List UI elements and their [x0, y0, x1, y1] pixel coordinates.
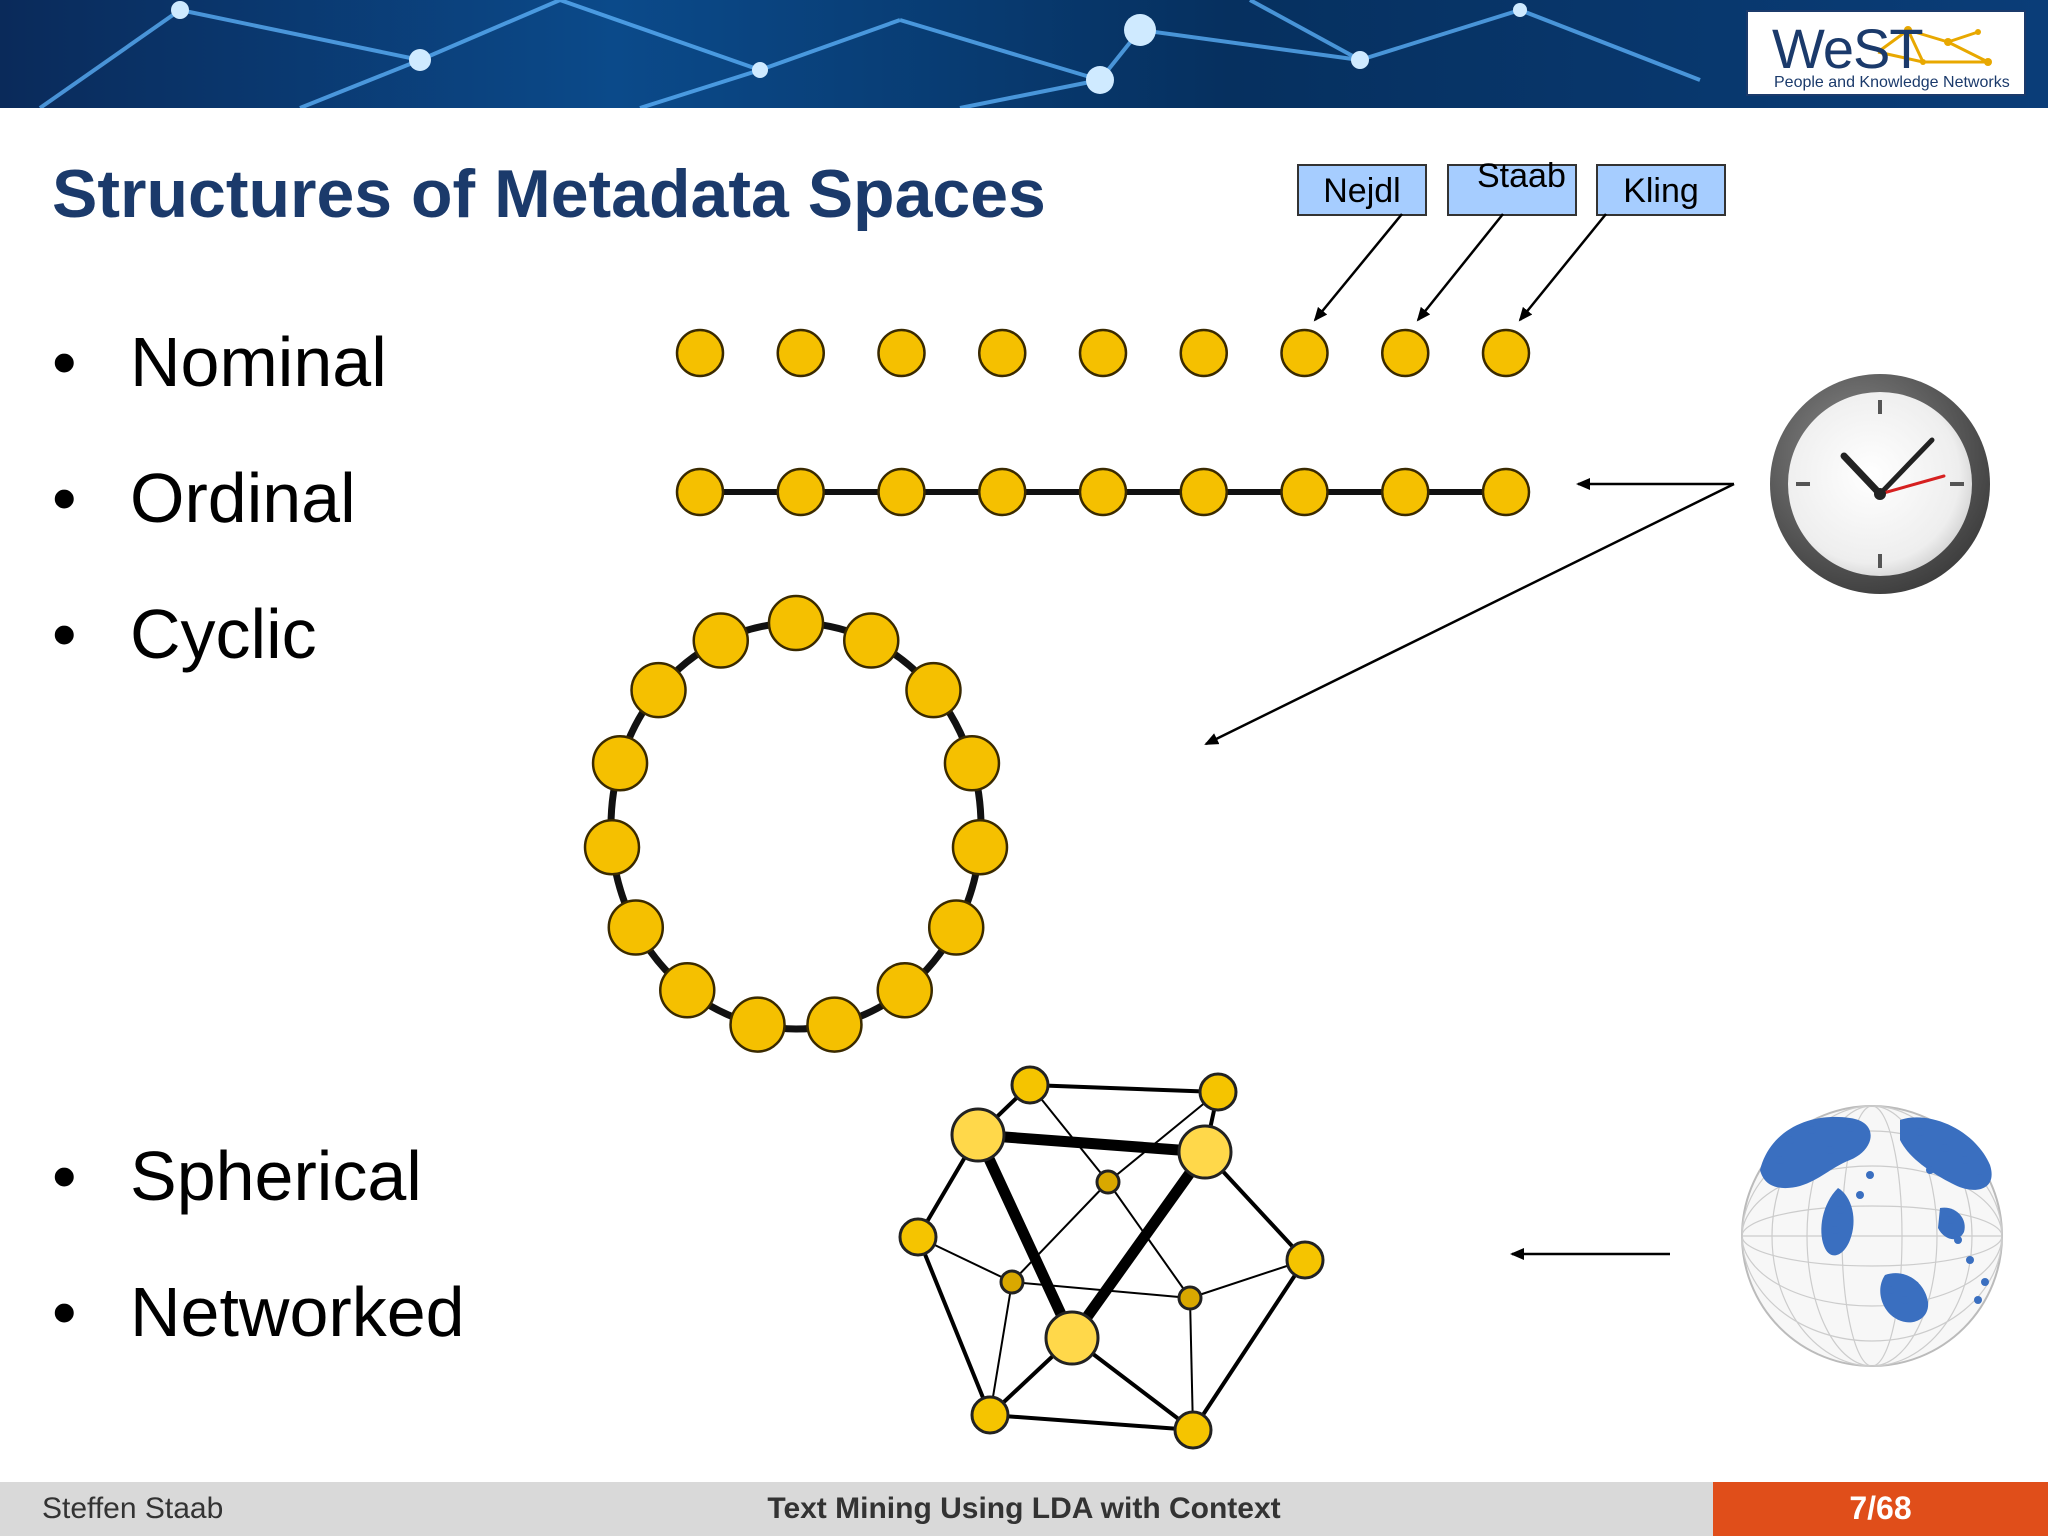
globe-dot — [1974, 1296, 1982, 1304]
globe-dot — [1961, 1156, 1969, 1164]
globe-dot — [1941, 1144, 1949, 1152]
cyclic-nodes — [583, 594, 1009, 1053]
ordinal-node — [1381, 467, 1430, 517]
ordinal-node — [1078, 467, 1128, 517]
cyclic-node — [842, 612, 900, 669]
globe-dot — [1954, 1236, 1962, 1244]
slide-title: Structures of Metadata Spaces — [52, 156, 1046, 232]
globe-icon — [1741, 1105, 2003, 1367]
globe-dot — [1911, 1281, 1919, 1289]
ordinal-node — [877, 467, 926, 517]
ordinal-node — [1179, 467, 1228, 517]
cyclic-node — [876, 961, 933, 1019]
footer-title: Text Mining Using LDA with Context — [767, 1492, 1281, 1525]
cyclic-node — [729, 996, 786, 1053]
ordinal-node — [776, 467, 825, 517]
cyclic-node — [951, 818, 1009, 876]
nominal-node — [978, 328, 1027, 378]
nominal-node — [1179, 328, 1228, 378]
network-graph-icon — [898, 1065, 1325, 1450]
globe-dot — [1946, 1216, 1954, 1224]
bullet-cyclic: •Cyclic — [52, 595, 317, 673]
ordinal-node — [978, 467, 1027, 517]
nominal-node — [1381, 328, 1430, 378]
cyclic-node — [943, 735, 1001, 792]
cyclic-node — [591, 735, 649, 792]
nominal-node — [877, 328, 926, 378]
globe-dot — [1886, 1286, 1894, 1294]
page-number: 7/68 — [1849, 1490, 1912, 1526]
ordinal-nodes — [675, 467, 1531, 517]
cyclic-node — [767, 594, 825, 652]
footer-page-box: 7/68 — [1713, 1482, 2048, 1536]
clock-arrows — [1204, 478, 1735, 746]
ordinal-node — [1280, 467, 1329, 517]
name-arrows — [1313, 213, 1607, 322]
cyclic-node — [806, 996, 863, 1053]
bullet-spherical: •Spherical — [52, 1137, 422, 1215]
globe-dot — [1776, 1156, 1784, 1164]
cyclic-node — [607, 899, 665, 956]
nominal-node — [776, 328, 825, 378]
cyclic-node — [630, 661, 687, 719]
west-logo-icon — [1877, 26, 1992, 66]
cyclic-node — [905, 661, 962, 719]
logo-subtitle: People and Knowledge Networks — [1774, 74, 2010, 91]
cyclic-node — [927, 899, 985, 956]
globe-dot — [1826, 1146, 1834, 1154]
cyclic-node — [692, 612, 750, 669]
cyclic-node — [659, 961, 716, 1019]
logo-wordmark: WeST — [1772, 17, 1924, 80]
globe-dot — [1786, 1136, 1794, 1144]
nominal-node — [1280, 328, 1329, 378]
header-banner — [0, 0, 2048, 108]
globe-dot — [1846, 1124, 1854, 1132]
name-box-nejdl: Nejdl — [1297, 164, 1427, 216]
west-logo: WeST People and Knowledge Networks — [1746, 10, 2026, 96]
globe-dot — [1966, 1256, 1974, 1264]
globe-dot — [1926, 1166, 1934, 1174]
bullet-ordinal: •Ordinal — [52, 459, 356, 537]
globe-dot — [1916, 1128, 1924, 1136]
footer: Steffen Staab Text Mining Using LDA with… — [0, 1482, 2048, 1536]
name-box-staab: Staab — [1447, 157, 1577, 216]
clock-icon — [1770, 374, 1990, 594]
bullet-nominal: •Nominal — [52, 323, 387, 401]
nominal-node — [1481, 328, 1531, 378]
globe-dot — [1856, 1191, 1864, 1199]
globe-dot — [1836, 1206, 1844, 1214]
ordinal-node — [675, 467, 725, 517]
globe-dot — [1981, 1278, 1989, 1286]
name-box-kling: Kling — [1596, 164, 1726, 216]
globe-dot — [1976, 1174, 1984, 1182]
nominal-nodes — [675, 328, 1531, 378]
nominal-node — [675, 328, 725, 378]
globe-dot — [1831, 1226, 1839, 1234]
globe-dot — [1901, 1296, 1909, 1304]
footer-author: Steffen Staab — [42, 1492, 224, 1525]
cyclic-node — [583, 818, 641, 876]
nominal-node — [1078, 328, 1128, 378]
globe-dot — [1866, 1171, 1874, 1179]
ordinal-node — [1481, 467, 1531, 517]
metadata-structures-diagram — [583, 213, 2003, 1450]
bullet-networked: •Networked — [52, 1273, 465, 1351]
globe-dot — [1808, 1126, 1816, 1134]
